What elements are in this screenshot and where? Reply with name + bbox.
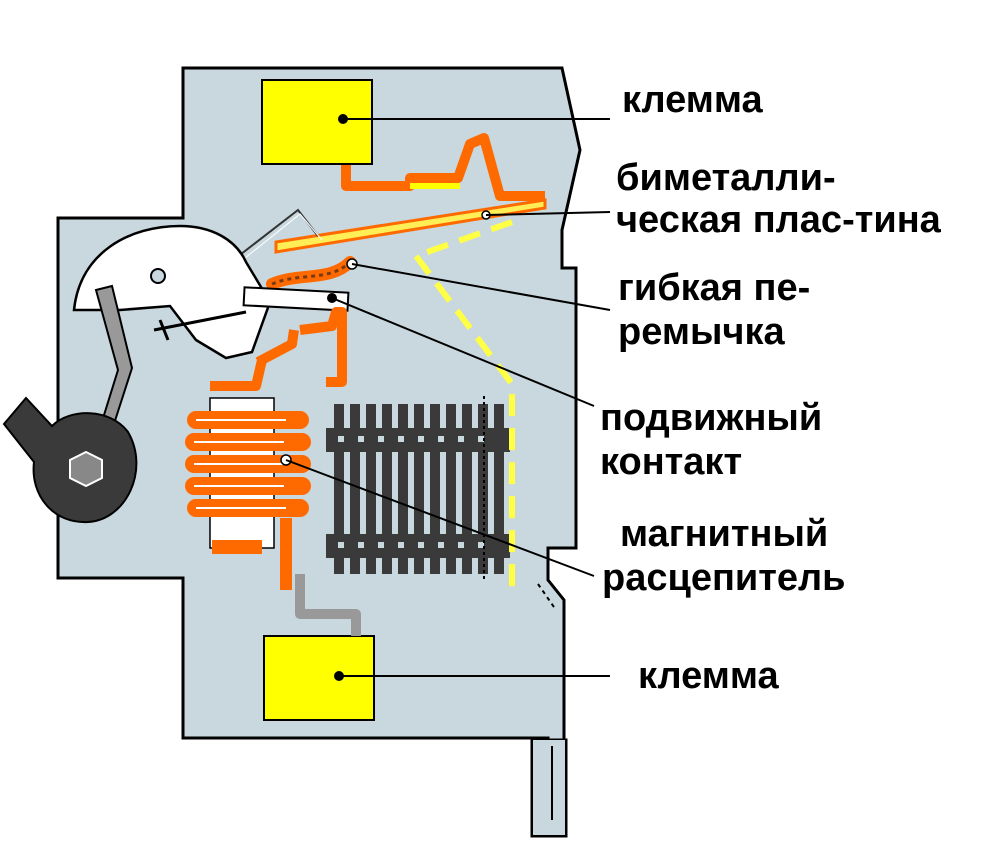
terminal-bottom <box>263 635 375 721</box>
terminal-top <box>261 79 373 165</box>
label-contact-line1: подвижный <box>600 397 823 439</box>
leader-lines <box>285 118 611 677</box>
label-flex-line1: гибкая пе- <box>618 267 811 309</box>
magnetic-release-coil <box>185 397 311 590</box>
fixed-contact <box>299 307 347 387</box>
arc-chute <box>326 404 510 574</box>
label-bimetal-line1: биметалли- <box>616 157 836 199</box>
din-rail-clip <box>531 740 567 837</box>
trip-mechanism-cam <box>72 224 272 360</box>
knob-hex-nut <box>69 450 103 488</box>
label-bimetal-line2: ческая плас-тина <box>616 199 941 241</box>
bimetallic-strip <box>274 198 547 254</box>
label-terminal-bottom: клемма <box>638 655 779 697</box>
moving-contact <box>242 286 350 312</box>
label-terminal-top: клемма <box>622 79 763 121</box>
arc-path-dashed <box>411 219 515 588</box>
label-contact-line2: контакт <box>600 441 743 483</box>
label-magnetic-line2: расцепитель <box>602 557 846 599</box>
label-magnetic-line1: магнитный <box>620 513 829 555</box>
top-conductor <box>341 133 545 201</box>
label-flex-line2: ремычка <box>618 311 785 353</box>
bottom-wire <box>295 574 361 636</box>
